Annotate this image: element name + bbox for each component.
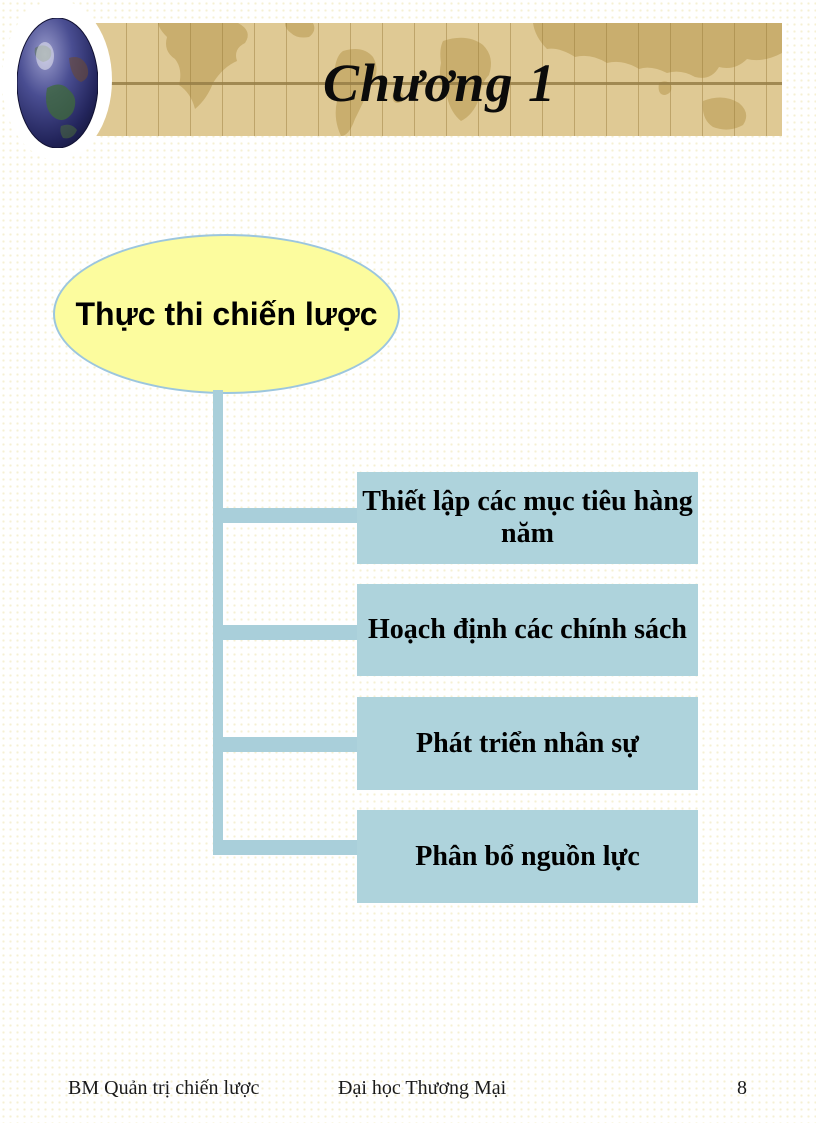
process-box-1-label: Thiết lập các mục tiêu hàng năm <box>362 486 693 549</box>
connector-branch-3 <box>213 737 357 752</box>
banner-horizontal-line <box>63 82 782 85</box>
root-node-ellipse: Thực thi chiến lược <box>53 234 400 394</box>
page-number: 8 <box>737 1077 747 1099</box>
globe-icon <box>17 18 98 148</box>
slide-title: Chương 1 <box>323 52 556 113</box>
connector-branch-1 <box>213 508 357 523</box>
connector-trunk <box>213 390 223 855</box>
footer-institution: Đại học Thương Mại <box>338 1077 507 1099</box>
process-box-2: Hoạch định các chính sách <box>357 584 698 676</box>
root-node-label: Thực thi chiến lược <box>75 295 378 332</box>
process-box-4-label: Phân bổ nguồn lực <box>415 840 640 872</box>
process-box-1: Thiết lập các mục tiêu hàng năm <box>357 472 698 564</box>
process-box-2-label: Hoạch định các chính sách <box>368 614 687 645</box>
process-box-3: Phát triển nhân sự <box>357 697 698 790</box>
footer-department: BM Quản trị chiến lược <box>68 1077 260 1099</box>
connector-branch-4 <box>213 840 357 855</box>
process-box-3-label: Phát triển nhân sự <box>416 727 639 759</box>
banner-grid-lines <box>63 23 782 136</box>
connector-branch-2 <box>213 625 357 640</box>
process-box-4: Phân bổ nguồn lực <box>357 810 698 903</box>
header-banner: Chương 1 <box>63 23 782 136</box>
world-map-pattern <box>158 23 782 136</box>
